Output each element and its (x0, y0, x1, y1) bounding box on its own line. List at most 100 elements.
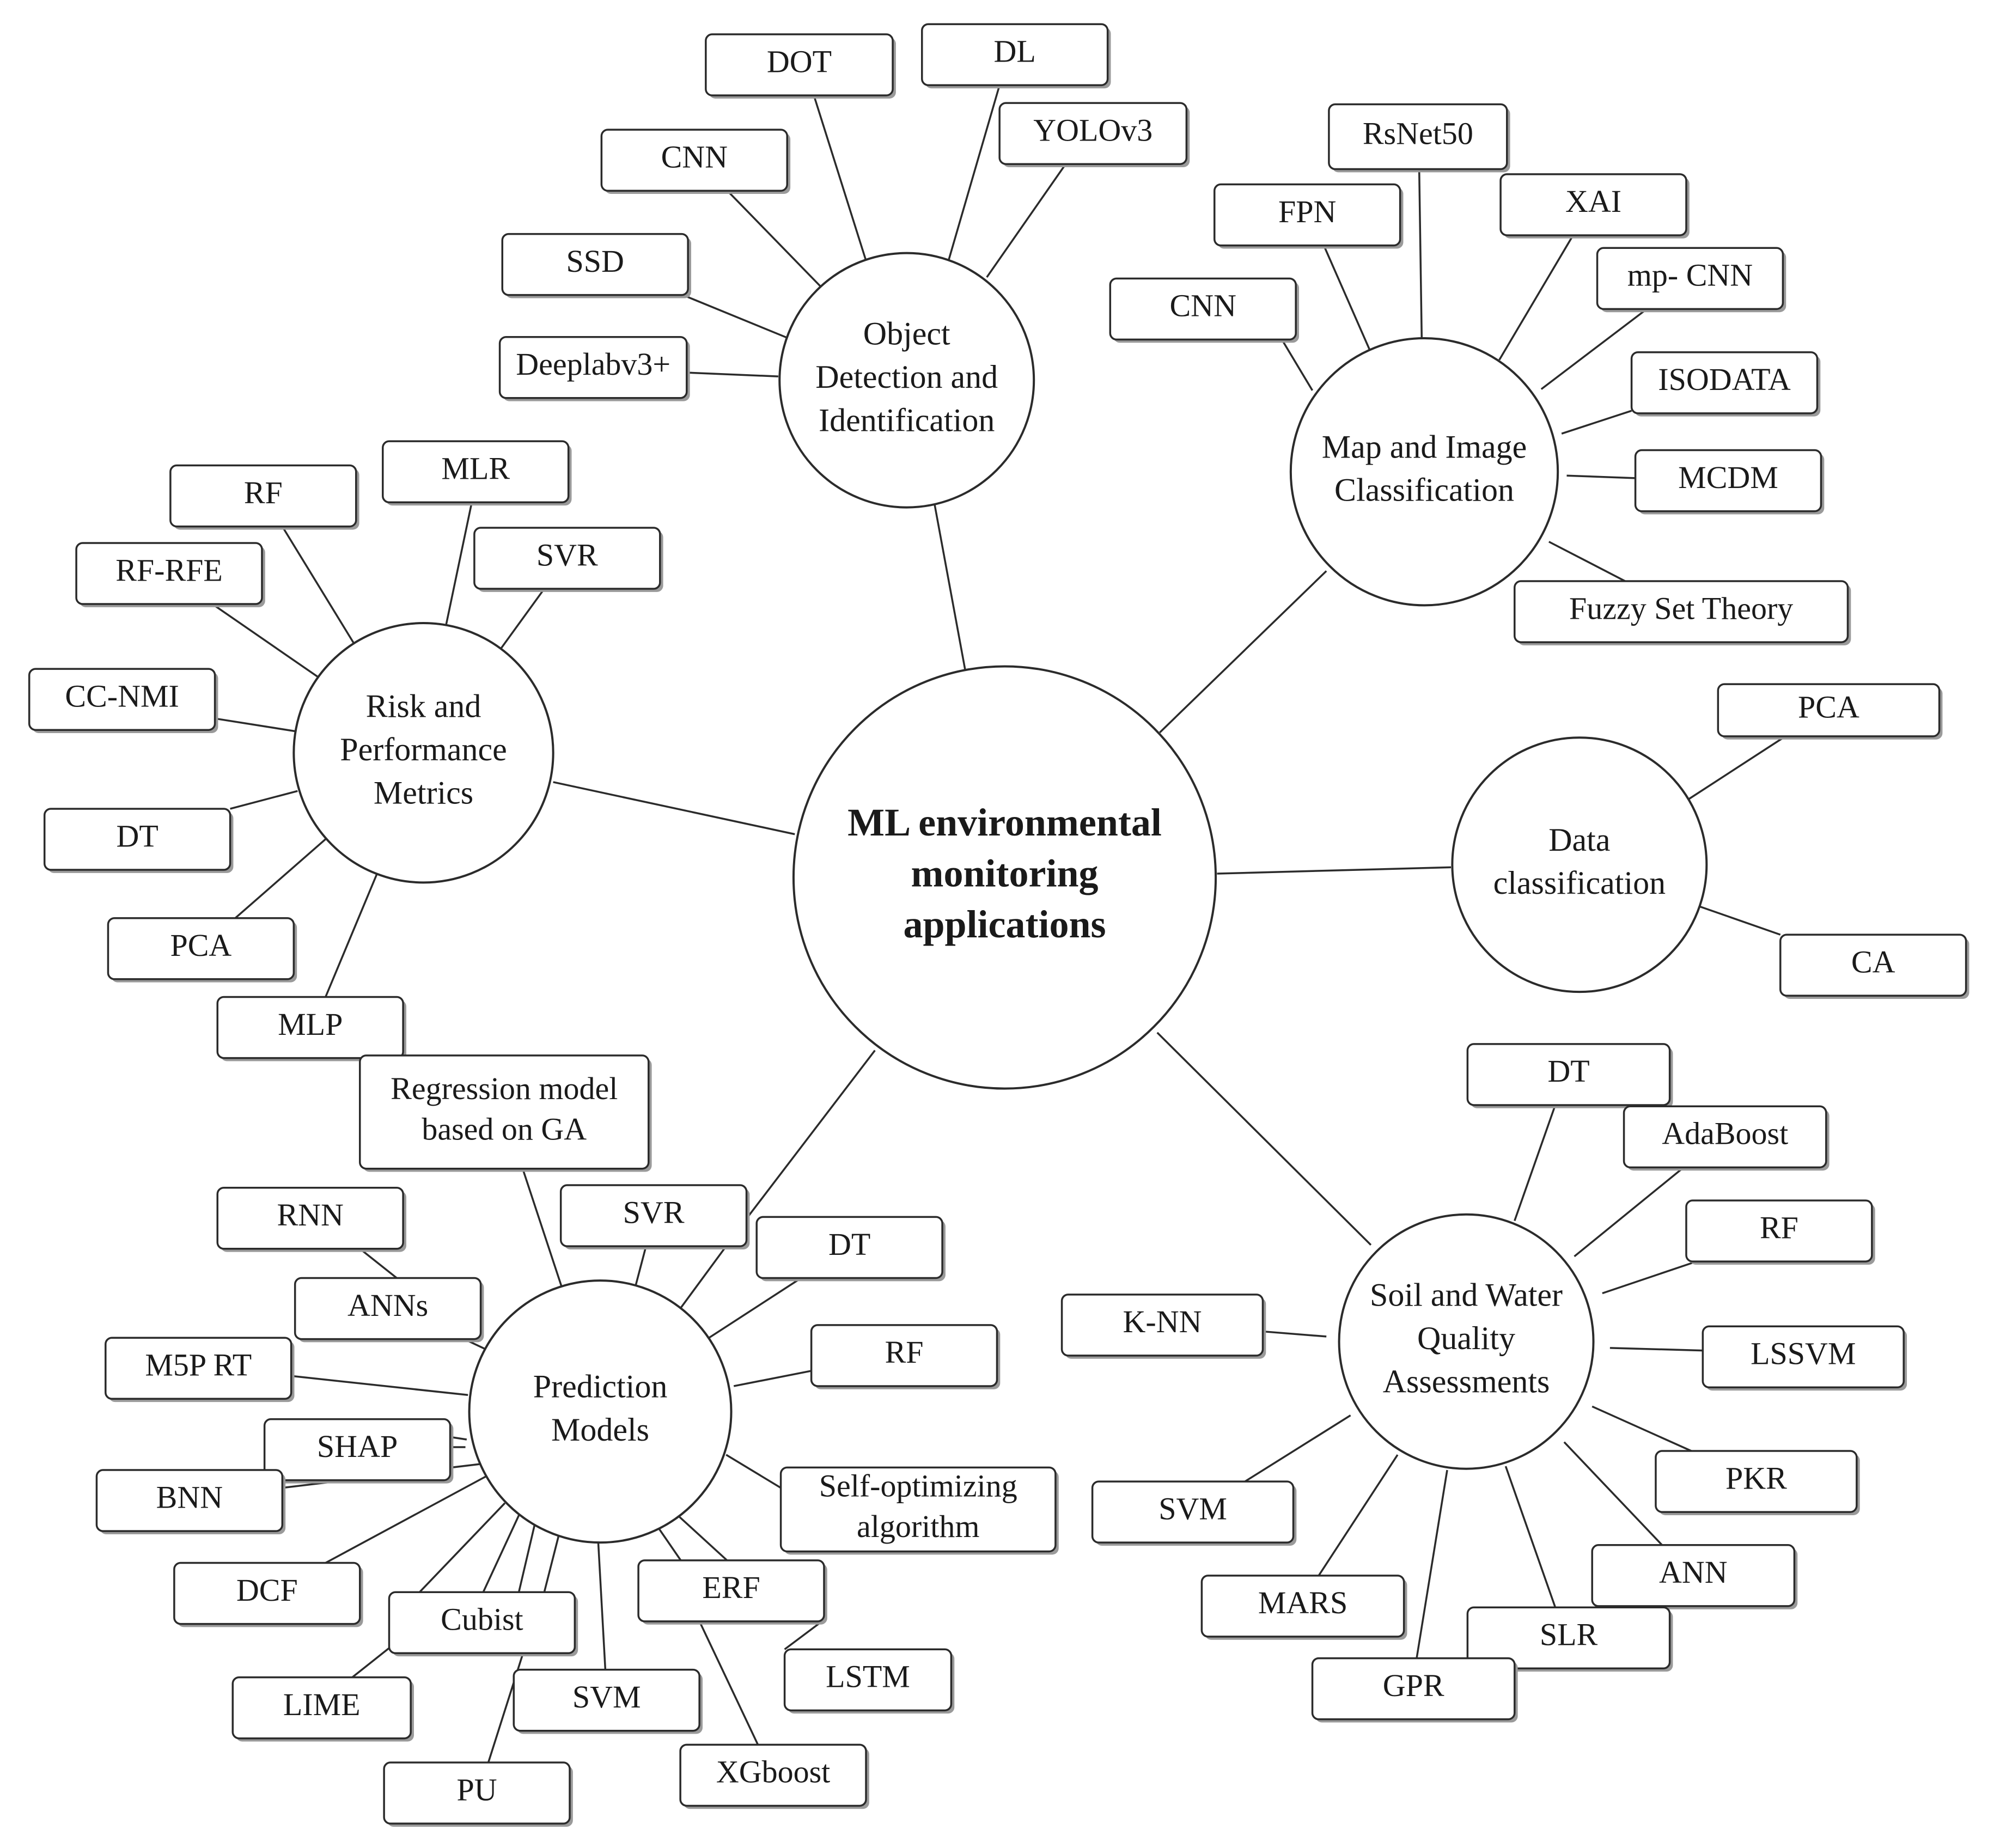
method-box (513, 1668, 700, 1732)
connector-line (1498, 235, 1574, 361)
category-label-line: Soil and Water (1370, 1277, 1563, 1313)
method-label-line: FPN (1278, 194, 1336, 229)
method-node: RF (1685, 1199, 1875, 1265)
category-label-line: Object (863, 315, 950, 351)
connector-line (359, 1248, 398, 1279)
connector-line (725, 1454, 782, 1489)
method-node: AdaBoost (1623, 1105, 1830, 1171)
category-label-line: classification (1493, 865, 1666, 901)
method-label-line: SVR (536, 537, 598, 572)
connector-line (784, 1621, 821, 1650)
method-label-line: SVR (623, 1194, 685, 1230)
method-box (998, 102, 1188, 165)
method-label-line: Regression model (391, 1071, 618, 1106)
method-label-line: XGboost (716, 1754, 830, 1790)
central-topic-label-line: monitoring (911, 852, 1099, 895)
connector-line (325, 1474, 489, 1564)
method-box (105, 1337, 292, 1400)
connector-line (675, 1246, 727, 1314)
method-box (1466, 1606, 1671, 1670)
category-circle (1289, 337, 1559, 607)
method-node: PU (383, 1761, 573, 1827)
method-node: GPR (1311, 1657, 1518, 1723)
connector-line (1687, 735, 1786, 801)
method-node: SVR (559, 1184, 750, 1249)
method-label-line: LSTM (826, 1659, 910, 1694)
method-node: FPN (1214, 183, 1404, 249)
method-label-line: DT (1547, 1053, 1589, 1089)
connector-line (686, 371, 778, 377)
method-node: PCA (1717, 683, 1943, 740)
connector-line (1514, 1105, 1557, 1222)
connector-line (1418, 169, 1423, 340)
connector-line (1574, 1167, 1685, 1258)
connector-line (281, 526, 359, 652)
method-label-line: mp- CNN (1627, 258, 1753, 293)
method-box (359, 1054, 650, 1170)
method-label-line: RF-RFE (115, 552, 223, 588)
method-box (1091, 1480, 1295, 1544)
method-label-line: AdaBoost (1662, 1116, 1788, 1151)
connector-line (1548, 541, 1626, 582)
connector-line (727, 190, 821, 287)
method-box (1655, 1450, 1858, 1513)
method-box (600, 129, 788, 192)
method-label-line: algorithm (857, 1509, 980, 1544)
method-box (1685, 1199, 1873, 1263)
category-label-line: Risk and (366, 688, 481, 724)
method-box (1630, 351, 1819, 414)
method-node: DT (755, 1216, 946, 1282)
method-label-line: RsNet50 (1363, 115, 1473, 151)
method-box (1200, 1575, 1405, 1638)
connector-line (813, 95, 867, 261)
method-node: CNN (1109, 277, 1300, 343)
method-node: CNN (600, 129, 791, 194)
central-topic-label-line: applications (903, 902, 1106, 946)
method-box (559, 1184, 748, 1247)
method-node: RF-RFE (75, 542, 265, 607)
category-circle (1451, 736, 1708, 993)
method-label-line: PCA (1798, 689, 1859, 724)
method-node: LIME (231, 1676, 414, 1742)
connector-line (1263, 1330, 1327, 1338)
connector-line (1602, 1261, 1693, 1295)
method-box (921, 23, 1109, 87)
connector-line (706, 1277, 802, 1340)
method-node: ANN (1591, 1544, 1798, 1609)
method-node: MCDM (1634, 449, 1825, 515)
method-node: M5P RT (105, 1337, 295, 1402)
method-node: ISODATA (1630, 351, 1821, 417)
connector-line (351, 1647, 390, 1679)
method-box (216, 1186, 404, 1250)
method-box (231, 1676, 412, 1740)
method-box (1623, 1105, 1827, 1169)
method-label-line: YOLOv3 (1033, 112, 1153, 148)
method-label-line: ERF (702, 1570, 760, 1605)
category-label-line: Quality (1417, 1320, 1515, 1356)
connector-line (596, 1532, 607, 1670)
method-box (473, 527, 661, 590)
connector-line (1159, 570, 1327, 734)
method-box (705, 33, 894, 96)
method-box (1514, 580, 1849, 643)
method-box (501, 233, 689, 296)
method-node: CA (1779, 934, 1969, 999)
method-label-line: ISODATA (1658, 362, 1791, 397)
central-topic-circle (792, 665, 1217, 1090)
method-node: RsNet50 (1328, 103, 1510, 173)
method-label-line: Deeplabv3+ (516, 346, 670, 382)
method-box (216, 996, 404, 1059)
method-box (1466, 1043, 1671, 1106)
category-circle (468, 1279, 733, 1544)
category-label-line: Map and Image (1322, 429, 1527, 465)
method-node: mp- CNN (1596, 247, 1786, 313)
method-node: DCF (173, 1562, 363, 1627)
connector-line (682, 294, 789, 339)
method-node: CC-NMI (28, 668, 218, 734)
method-box (1060, 1294, 1264, 1357)
method-label-line: Cubist (441, 1602, 523, 1637)
connector-line (1561, 410, 1632, 435)
method-label-line: RF (885, 1334, 924, 1370)
